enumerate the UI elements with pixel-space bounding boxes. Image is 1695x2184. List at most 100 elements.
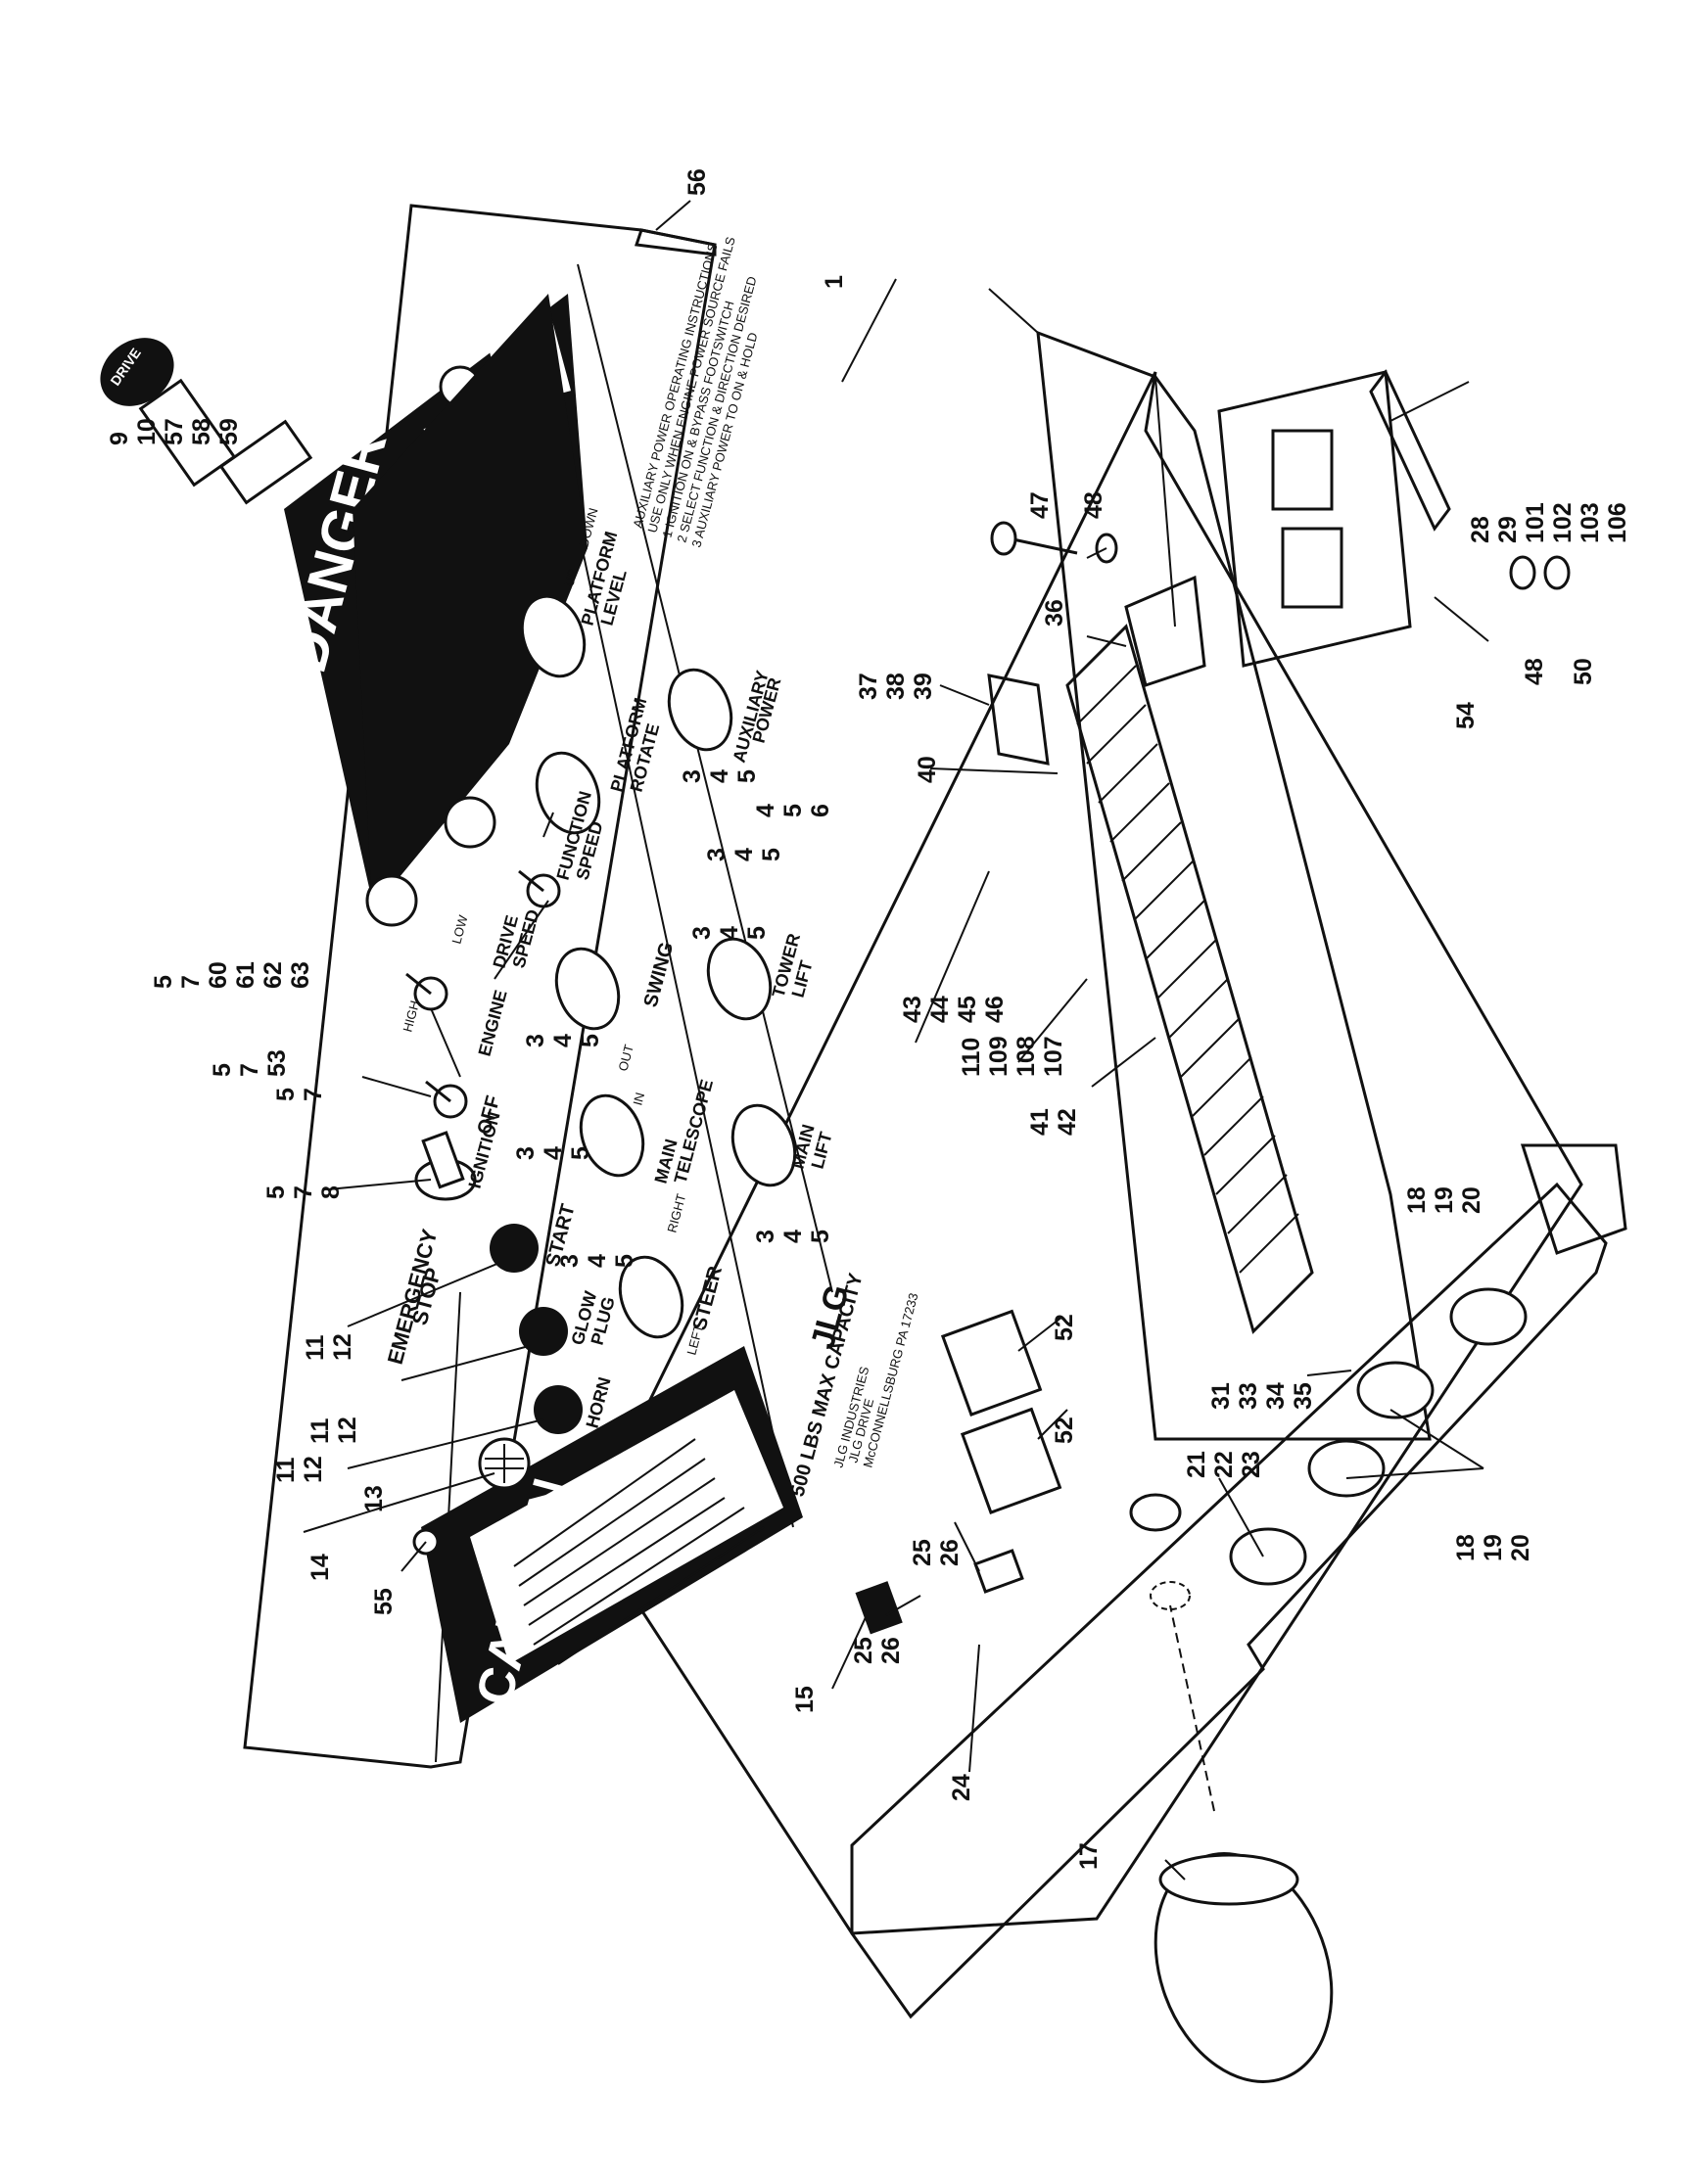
callout-5-53: 5 7 53	[209, 1049, 291, 1077]
leader-26b	[885, 1595, 921, 1616]
svg-text:7: 7	[177, 975, 205, 989]
label-main-telescope-2: TELESCOPE	[671, 1078, 718, 1185]
auxiliary-instructions: AUXILIARY POWER OPERATING INSTRUCTIONS U…	[630, 235, 760, 549]
leader-rotate	[542, 812, 554, 838]
battery-cell-2	[1281, 527, 1343, 609]
leader-13	[381, 1472, 495, 1509]
label-up: UP	[561, 567, 580, 587]
callout-4-6: 4 5 6	[752, 804, 834, 817]
nut-50	[1543, 555, 1571, 590]
label-steer: STEER	[689, 1264, 728, 1333]
svg-text:31: 31	[1207, 1382, 1235, 1410]
svg-text:108: 108	[1012, 1036, 1040, 1077]
label-out: OUT	[615, 1043, 636, 1072]
svg-text:22: 22	[1210, 1451, 1238, 1478]
mounting-hardware	[990, 370, 1571, 668]
leader-1	[841, 278, 897, 383]
leader-53	[430, 1007, 461, 1078]
callout-52b: 52	[1051, 1417, 1078, 1444]
leader-52b	[1037, 1409, 1068, 1440]
bracket-clip	[973, 1549, 1024, 1594]
svg-text:42: 42	[1054, 1108, 1081, 1136]
callout-3-5-mainlift: 3 4 5	[752, 1230, 834, 1243]
leader-63	[494, 900, 549, 980]
leader-12c	[347, 1418, 544, 1469]
svg-text:25: 25	[909, 1539, 936, 1566]
svg-text:43: 43	[899, 996, 926, 1023]
footswitch-connector	[1154, 1604, 1334, 2083]
callout-48: 48	[1080, 491, 1107, 519]
terminal-end-block	[987, 674, 1050, 766]
auxiliary-power-switch	[667, 668, 733, 752]
leader-17	[1164, 1859, 1186, 1881]
label-left: LEFT	[683, 1323, 706, 1357]
svg-text:26: 26	[877, 1637, 905, 1664]
callout-3-5-aux: 3 4 5	[679, 769, 761, 783]
svg-text:23: 23	[1238, 1451, 1265, 1478]
leader-15	[831, 1614, 868, 1690]
callout-18-20-upper: 18 19 20	[1403, 1186, 1485, 1214]
leader-8	[327, 1179, 432, 1190]
callout-40: 40	[914, 756, 941, 783]
callout-31-35: 31 33 34 35	[1207, 1382, 1317, 1410]
leader-26a	[954, 1521, 980, 1572]
svg-text:5: 5	[577, 1034, 604, 1047]
svg-text:46: 46	[981, 996, 1009, 1023]
svg-text:5: 5	[743, 926, 771, 940]
joystick-bracket	[218, 419, 313, 505]
label-engine: ENGINE	[475, 988, 511, 1058]
svg-text:107: 107	[1040, 1036, 1067, 1077]
tower-lift-switch	[706, 937, 773, 1021]
main-telescope-switch	[579, 1093, 645, 1178]
joystick-housing	[353, 294, 588, 910]
svg-text:103: 103	[1577, 502, 1604, 543]
base-shell-front	[586, 371, 1583, 1935]
leader-20a	[1389, 1409, 1484, 1469]
callout-1: 1	[821, 275, 848, 289]
svg-text:21: 21	[1183, 1451, 1210, 1478]
svg-text:11: 11	[306, 1417, 334, 1444]
callout-11-12-a: 11 12	[302, 1333, 356, 1361]
callout-5-63: 5 7 60 61 62 63	[150, 961, 314, 989]
label-right: RIGHT	[664, 1192, 688, 1234]
svg-text:5: 5	[807, 1230, 834, 1243]
svg-text:37: 37	[855, 673, 882, 700]
callout-11-12-c: 11 12	[272, 1456, 327, 1483]
battery-cell-1	[1271, 429, 1334, 511]
svg-text:62: 62	[259, 961, 287, 989]
svg-text:4: 4	[779, 1230, 807, 1243]
callout-25-26-b: 25 26	[850, 1637, 905, 1664]
drive-joystick: DRIVE	[100, 294, 588, 927]
toggle-switches	[405, 869, 561, 1119]
company-line-3: McCONNELLSBURG PA 17233	[860, 1291, 920, 1469]
svg-text:57: 57	[161, 418, 188, 445]
callout-41-42: 41 42	[1026, 1108, 1081, 1136]
indicator-light-lens-grid	[485, 1444, 524, 1483]
svg-text:5: 5	[611, 1254, 638, 1268]
relays	[940, 1309, 1062, 1514]
caution-decal: CAUTION	[421, 1346, 803, 1723]
label-high: HIGH	[400, 999, 422, 1034]
svg-text:109: 109	[985, 1036, 1012, 1077]
svg-text:102: 102	[1549, 502, 1577, 543]
svg-text:53: 53	[263, 1049, 291, 1077]
leader-55	[400, 1541, 427, 1572]
leader-12b	[400, 1345, 530, 1381]
bolt-47	[1008, 536, 1078, 555]
svg-text:4: 4	[716, 926, 743, 940]
svg-text:3: 3	[512, 1146, 540, 1160]
leader-56	[655, 200, 691, 231]
leader-107	[1017, 978, 1088, 1063]
screw-shaft	[303, 1507, 383, 1533]
svg-text:3: 3	[522, 1034, 549, 1047]
callout-55: 55	[370, 1588, 398, 1615]
svg-text:3: 3	[688, 926, 716, 940]
svg-text:45: 45	[954, 996, 981, 1023]
leader-40	[929, 767, 1059, 774]
svg-text:34: 34	[1262, 1382, 1290, 1410]
leader-36	[1086, 635, 1127, 647]
callout-24: 24	[948, 1774, 975, 1801]
svg-text:11: 11	[272, 1457, 300, 1483]
svg-text:5: 5	[567, 1146, 594, 1160]
svg-text:5: 5	[209, 1063, 236, 1077]
